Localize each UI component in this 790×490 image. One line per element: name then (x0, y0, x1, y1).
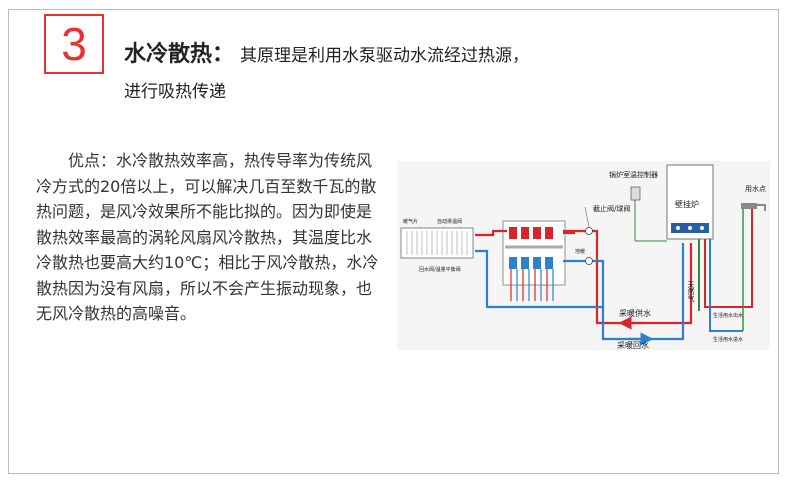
water-heating-diagram: 锅炉室温控制器 壁挂炉 用水点 截止阀/球阀 暖气片 自动排温阀 回水阀/温量平… (397, 161, 770, 350)
thermostat-label: 锅炉室温控制器 (609, 170, 658, 179)
boiler-label: 壁挂炉 (675, 199, 699, 209)
stop-valves (584, 206, 593, 265)
manifold (502, 220, 566, 286)
section-number-badge: 3 (44, 14, 104, 74)
heating-supply-label: 采暖供水 (619, 308, 651, 318)
title-line2-text: 进行吸热传递 (124, 82, 226, 102)
faucet-icon (741, 203, 766, 211)
advantages-paragraph: 优点：水冷散热效率高，热传导率为传统风冷方式的20倍以上，可以解决几百至数千瓦的… (36, 148, 386, 327)
cold-water-in-label: 生活用水进水 (713, 336, 743, 343)
radiator (400, 227, 474, 259)
section-title: 水冷散热：其原理是利用水泵驱动水流经过热源， (124, 36, 529, 68)
title-line1-text: 其原理是利用水泵驱动水流经过热源， (240, 46, 530, 66)
floor-heating-label: 地暖 (575, 248, 585, 255)
radiator-vent-label: 暖气片 (403, 218, 418, 225)
section-number: 3 (61, 18, 87, 70)
stop-valve-label: 截止阀/球阀 (593, 204, 630, 213)
manifold-note-label: 回水阀/温量平衡阀 (419, 266, 461, 273)
natural-gas-label: 天然气 (687, 281, 695, 302)
boiler-outlet-pipes (698, 209, 753, 332)
hot-water-out-label: 生活用水出水 (713, 312, 743, 319)
advantages-text: 优点：水冷散热效率高，热传导率为传统风冷方式的20倍以上，可以解决几百至数千瓦的… (36, 151, 379, 323)
floor-heating-pipes (510, 269, 554, 301)
title-keyword: 水冷散热： (124, 42, 235, 67)
tap-point-label: 用水点 (745, 184, 766, 193)
wall-boiler (666, 164, 714, 240)
auto-vent-label: 自动排温阀 (437, 218, 462, 225)
heating-system-svg: 锅炉室温控制器 壁挂炉 用水点 截止阀/球阀 暖气片 自动排温阀 回水阀/温量平… (400, 164, 766, 350)
room-thermostat (630, 186, 667, 242)
heating-return-label: 采暖回水 (617, 340, 649, 350)
